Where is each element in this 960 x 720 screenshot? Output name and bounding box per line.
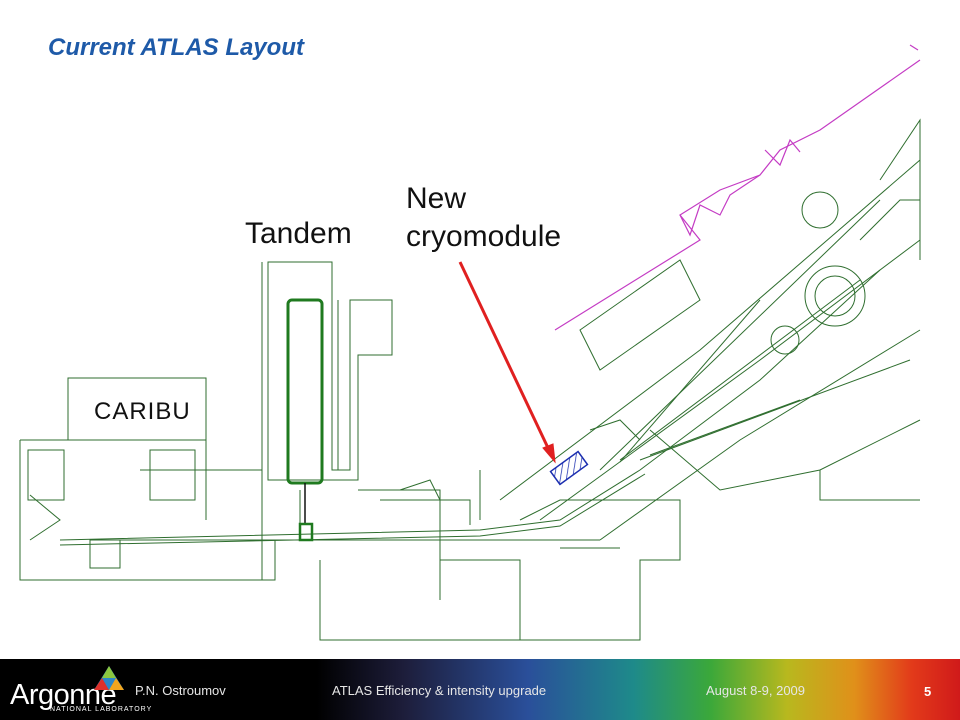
caribu-label: CARIBU [94, 398, 191, 425]
footer-talk-title: ATLAS Efficiency & intensity upgrade [332, 683, 547, 698]
target-area-circle [804, 265, 866, 327]
argonne-logo-subtext: NATIONAL LABORATORY [50, 706, 153, 713]
new-cryomodule-line2: cryomodule [406, 220, 562, 253]
page-number: 5 [924, 684, 932, 699]
tandem-label: Tandem [245, 217, 352, 250]
red-arrow-icon [458, 261, 556, 464]
atlas-floor-plan [19, 44, 921, 641]
tandem-hall-wall [267, 261, 393, 481]
slide-title: Current ATLAS Layout [48, 34, 304, 61]
new-cryomodule-label: New cryomodule [406, 180, 561, 256]
tandem-source-box [298, 522, 314, 542]
booster-hall-wall [499, 159, 921, 501]
beam-line-main [59, 269, 881, 541]
lower-building-wall [358, 489, 681, 641]
footer-bar [0, 659, 960, 720]
footer-date: August 8-9, 2009 [706, 683, 806, 698]
hatched-cryomodule-icon [549, 450, 589, 486]
footer-author: P.N. Ostroumov [135, 683, 226, 698]
tandem-accelerator-box [286, 298, 324, 485]
argonne-triangle-logo-icon [94, 666, 124, 690]
building-outline-magenta [554, 59, 921, 331]
new-cryomodule-line1: New [406, 182, 467, 215]
